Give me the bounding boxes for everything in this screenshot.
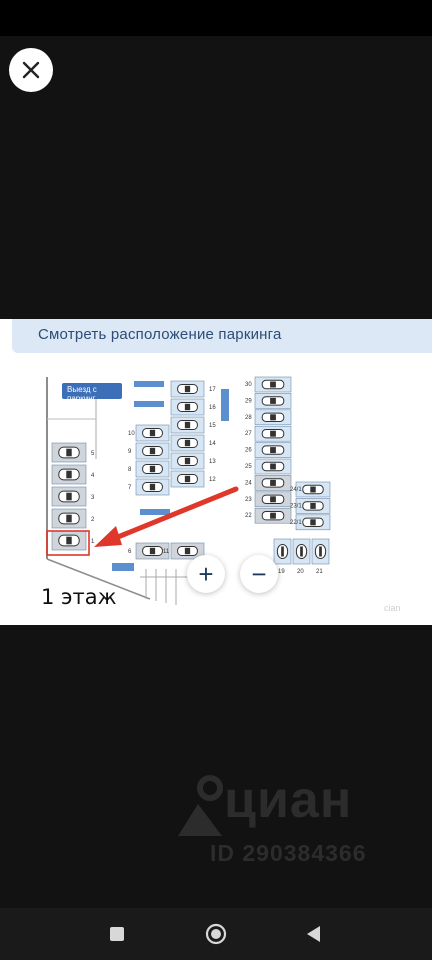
car-window [184, 547, 191, 555]
zoom-out-button[interactable]: − [240, 555, 278, 593]
spot-number: 25 [245, 464, 252, 470]
floor-label: 1 этаж [41, 585, 117, 609]
spot-number: 7 [128, 485, 132, 491]
spot-number: 29 [245, 398, 252, 404]
recents-button[interactable] [105, 922, 129, 946]
spot-number: 12 [209, 477, 216, 483]
car-window [281, 546, 284, 557]
car-window [184, 475, 191, 483]
pointer-arrow [94, 486, 239, 547]
car-window [270, 381, 276, 388]
spot-number: 14 [209, 441, 216, 447]
watermark-listing-id: ID 290384366 [210, 840, 367, 866]
corner-watermark: cian [384, 603, 401, 613]
spot-number: 3 [91, 495, 95, 501]
home-button[interactable] [204, 922, 228, 946]
car-window [149, 483, 156, 491]
car-window [300, 546, 303, 557]
spot-number: 28 [245, 415, 252, 421]
car-window [66, 470, 72, 479]
caption-text: Смотреть расположение паркинга [38, 326, 282, 343]
highlighted-spot [46, 530, 90, 556]
car-window [66, 514, 72, 523]
cian-watermark: циан ID 290384366 [176, 770, 416, 870]
car-window [310, 502, 316, 509]
car-window [270, 447, 276, 454]
watermark-brand: циан [224, 771, 353, 829]
car-window [270, 496, 276, 503]
spot-number: 10 [128, 431, 135, 437]
car-window [270, 397, 276, 404]
zoom-in-button[interactable]: + [187, 555, 225, 593]
car-window [184, 439, 191, 447]
spot-number: 8 [128, 467, 132, 473]
status-bar [0, 0, 432, 36]
spot-number: 17 [209, 387, 216, 393]
car-window [149, 429, 156, 437]
right-parking-column: 30 29 28 27 26 25 24 23 22 24/1 23/1 22/1 19 20 21 [245, 376, 331, 575]
car-window [184, 421, 191, 429]
car-window [270, 479, 276, 486]
car-window [184, 385, 191, 393]
spot-number: 22 [245, 513, 252, 519]
spot-number: 15 [209, 423, 216, 429]
spot-number: 24/1 [290, 487, 302, 493]
car-window [66, 448, 72, 457]
car-window [270, 463, 276, 470]
car-window [310, 519, 316, 526]
spot-number: 22/1 [290, 520, 302, 526]
spot-number: 9 [128, 449, 132, 455]
car-window [184, 403, 191, 411]
car-window [66, 536, 72, 545]
spot-number: 4 [91, 473, 95, 479]
spot-number: 6 [128, 549, 132, 555]
spot-number: 20 [297, 569, 304, 575]
car-window [319, 546, 322, 557]
system-nav-bar [0, 908, 432, 960]
car-window [66, 492, 72, 501]
car-window [149, 447, 156, 455]
spot-number: 30 [245, 382, 252, 388]
exit-sign: Выезд с паркинг [62, 383, 122, 403]
car-window [184, 457, 191, 465]
cian-logo-icon [178, 775, 223, 836]
car-window [270, 430, 276, 437]
spot-number: 26 [245, 448, 252, 454]
close-icon [22, 61, 40, 79]
car-window [310, 486, 316, 493]
spot-number: 19 [278, 569, 285, 575]
spot-number: 5 [91, 451, 95, 457]
car-window [149, 547, 156, 555]
left-parking-column: 5 4 3 2 1 [51, 442, 95, 551]
center-parking-block: 10 9 8 7 17 16 15 14 13 12 6 11 [128, 380, 216, 560]
spot-number: 23/1 [290, 503, 302, 509]
spot-number: 11 [163, 549, 170, 555]
square-icon [110, 927, 124, 941]
spot-number: 1 [91, 539, 95, 545]
caption-bar: Смотреть расположение паркинга [12, 319, 432, 353]
spot-number: 27 [245, 431, 252, 437]
spot-number: 16 [209, 405, 216, 411]
spot-number: 24 [245, 480, 252, 486]
back-button[interactable] [302, 922, 326, 946]
car-window [149, 465, 156, 473]
spot-number: 21 [316, 569, 323, 575]
triangle-back-icon [307, 926, 320, 942]
spot-number: 2 [91, 517, 95, 523]
circle-home-icon [205, 923, 227, 945]
spot-number: 13 [209, 459, 216, 465]
spot-number: 23 [245, 497, 252, 503]
car-window [270, 414, 276, 421]
car-window [270, 512, 276, 519]
close-button[interactable] [9, 48, 53, 92]
